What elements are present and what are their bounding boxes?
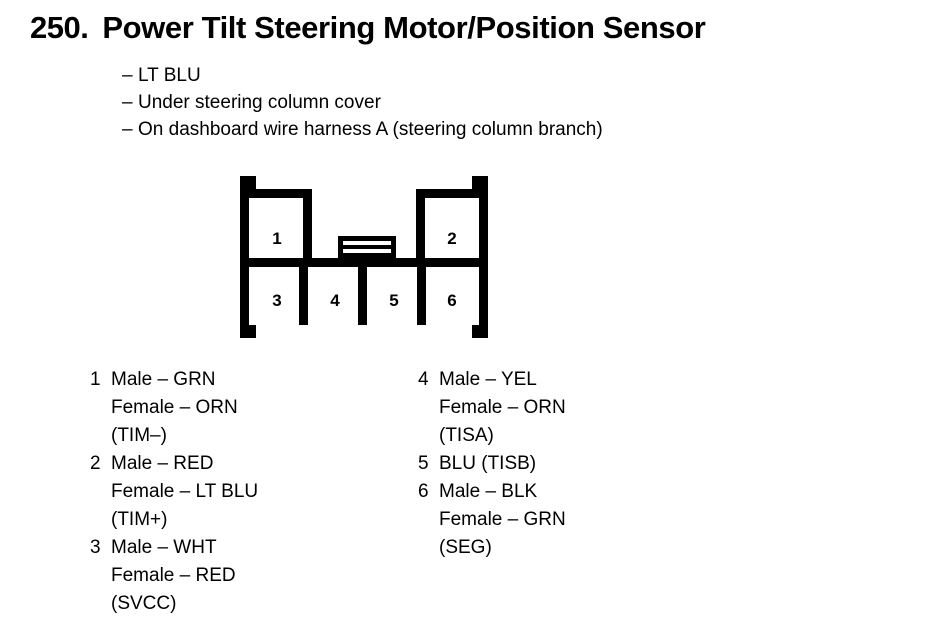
cavity-label-3: 3 bbox=[272, 291, 281, 310]
pin-detail: Male – RED Female – LT BLU (TIM+) bbox=[111, 450, 410, 534]
pin-line: (TIM+) bbox=[111, 509, 168, 530]
locking-tab-slot-upper bbox=[343, 241, 391, 245]
cavity-label-1: 1 bbox=[272, 229, 281, 248]
pin-entry: 2 Male – RED Female – LT BLU (TIM+) bbox=[90, 450, 410, 534]
cavity-window-6 bbox=[426, 267, 479, 325]
section-number: 250. bbox=[30, 10, 89, 45]
note-text: Under steering column cover bbox=[138, 92, 381, 113]
note-item: – Under steering column cover bbox=[122, 89, 882, 116]
pin-line: (SVCC) bbox=[111, 593, 177, 614]
dash-icon: – bbox=[122, 119, 133, 140]
pin-entry: 3 Male – WHT Female – RED (SVCC) bbox=[90, 534, 410, 618]
pin-index: 2 bbox=[90, 453, 101, 474]
cavity-label-4: 4 bbox=[330, 291, 340, 310]
pin-legend: 1 Male – GRN Female – ORN (TIM–) 2 Male … bbox=[0, 366, 944, 616]
cavity-window-2 bbox=[425, 198, 479, 258]
note-text: LT BLU bbox=[138, 65, 201, 86]
pin-index: 6 bbox=[418, 481, 429, 502]
cavity-window-1 bbox=[249, 198, 303, 258]
cavity-window-5 bbox=[367, 267, 421, 325]
pin-entry: 1 Male – GRN Female – ORN (TIM–) bbox=[90, 366, 410, 450]
cavity-label-6: 6 bbox=[447, 291, 456, 310]
pin-index: 5 bbox=[418, 453, 429, 474]
pin-line: Male – YEL bbox=[439, 369, 537, 390]
pin-detail: Male – YEL Female – ORN (TISA) bbox=[439, 366, 738, 450]
cavity-window-4 bbox=[308, 267, 362, 325]
connector-notes-list: – LT BLU – Under steering column cover –… bbox=[122, 62, 882, 143]
pin-index: 3 bbox=[90, 537, 101, 558]
pin-line: Female – GRN bbox=[439, 509, 566, 530]
divider-upper-right bbox=[416, 189, 425, 258]
note-item: – On dashboard wire harness A (steering … bbox=[122, 116, 882, 143]
pin-line: Female – LT BLU bbox=[111, 481, 259, 502]
pin-detail: Male – BLK Female – GRN (SEG) bbox=[439, 478, 738, 562]
divider-lower-1 bbox=[299, 267, 308, 325]
pin-line: (TIM–) bbox=[111, 425, 167, 446]
pin-line: Female – RED bbox=[111, 565, 236, 586]
pin-detail: BLU (TISB) bbox=[439, 450, 738, 478]
note-text: On dashboard wire harness A (steering co… bbox=[138, 119, 603, 140]
pin-index: 4 bbox=[418, 369, 429, 390]
dash-icon: – bbox=[122, 65, 133, 86]
pin-index: 1 bbox=[90, 369, 101, 390]
pin-line: Male – WHT bbox=[111, 537, 217, 558]
cavity-label-5: 5 bbox=[389, 291, 398, 310]
pin-line: Male – GRN bbox=[111, 369, 216, 390]
pin-entry: 6 Male – BLK Female – GRN (SEG) bbox=[418, 478, 738, 562]
pin-line: Female – ORN bbox=[439, 397, 566, 418]
pin-detail: Male – GRN Female – ORN (TIM–) bbox=[111, 366, 410, 450]
pin-entry: 5 BLU (TISB) bbox=[418, 450, 738, 478]
locking-tab-slot-lower bbox=[343, 249, 391, 253]
cavity-label-2: 2 bbox=[447, 229, 456, 248]
pin-entry: 4 Male – YEL Female – ORN (TISA) bbox=[418, 366, 738, 450]
connector-diagram: 1 2 3 4 5 6 bbox=[240, 176, 488, 338]
dash-icon: – bbox=[122, 92, 133, 113]
divider-upper-left bbox=[303, 189, 312, 258]
pin-detail: Male – WHT Female – RED (SVCC) bbox=[111, 534, 410, 618]
pin-line: (SEG) bbox=[439, 537, 492, 558]
pin-legend-right-column: 4 Male – YEL Female – ORN (TISA) 5 BLU (… bbox=[418, 366, 738, 562]
note-item: – LT BLU bbox=[122, 62, 882, 89]
divider-lower-3 bbox=[417, 267, 426, 325]
row-divider bbox=[240, 258, 488, 267]
cavity-window-3 bbox=[249, 267, 303, 325]
divider-lower-2 bbox=[358, 267, 367, 325]
pin-legend-left-column: 1 Male – GRN Female – ORN (TIM–) 2 Male … bbox=[90, 366, 410, 618]
page-title: Power Tilt Steering Motor/Position Senso… bbox=[102, 10, 706, 45]
pin-line: Male – RED bbox=[111, 453, 214, 474]
pin-line: BLU (TISB) bbox=[439, 453, 537, 474]
connector-svg: 1 2 3 4 5 6 bbox=[240, 176, 488, 338]
pin-line: Male – BLK bbox=[439, 481, 538, 502]
page-header: 250. Power Tilt Steering Motor/Position … bbox=[30, 10, 930, 46]
pin-line: (TISA) bbox=[439, 425, 494, 446]
locking-tab bbox=[338, 236, 396, 258]
pin-line: Female – ORN bbox=[111, 397, 238, 418]
